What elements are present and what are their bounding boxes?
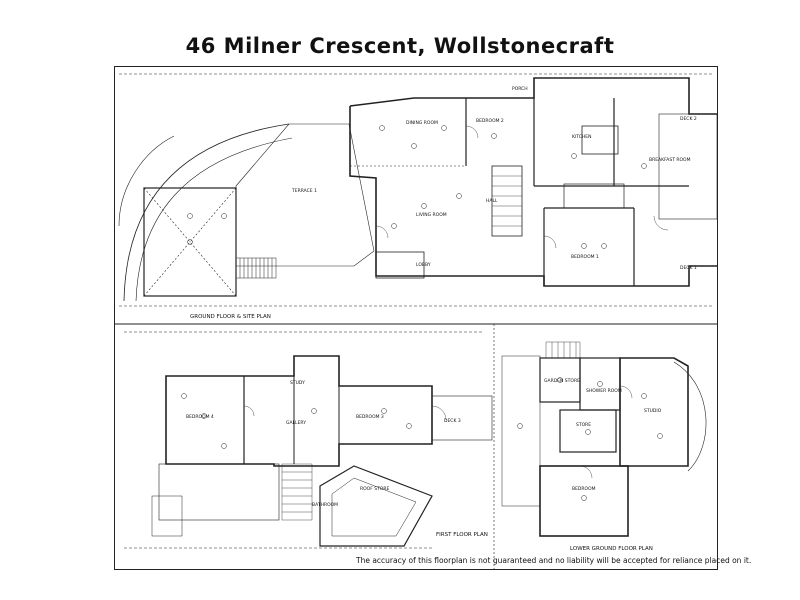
room-label-bathroom: BATHROOM [312, 502, 338, 508]
room-label-porch: PORCH [512, 86, 528, 92]
room-label-gallery: GALLERY [286, 420, 306, 426]
room-label-deck2: DECK 2 [680, 116, 697, 122]
room-label-lobby: LOBBY [416, 262, 431, 268]
room-label-living: LIVING ROOM [416, 212, 447, 218]
ground-floor-plan [118, 73, 718, 307]
room-label-deck1: DECK 1 [680, 265, 697, 271]
room-label-bedroom3: BEDROOM 3 [356, 414, 384, 420]
room-label-bedroom1: BEDROOM 1 [571, 254, 599, 260]
room-label-roof-store: ROOF STORE [360, 486, 390, 492]
room-label-shower-room: SHOWER ROOM [586, 388, 622, 394]
room-label-bedroom-lower: BEDROOM [572, 486, 596, 492]
room-label-terrace1: TERRACE 1 [291, 188, 317, 194]
room-label-bedroom2: BEDROOM 2 [476, 118, 504, 124]
page-title: 46 Milner Crescent, Wollstonecraft [185, 34, 615, 58]
room-label-deck3: DECK 3 [444, 418, 461, 424]
room-label-study: STUDY [290, 380, 305, 386]
ground-floor-label: GROUND FLOOR & SITE PLAN [190, 314, 271, 320]
room-label-studio: STUDIO [644, 408, 662, 414]
first-floor-plan [124, 331, 493, 549]
room-label-store: STORE [576, 422, 591, 428]
disclaimer-text: The accuracy of this floorplan is not gu… [356, 556, 752, 565]
first-floor-label: FIRST FLOOR PLAN [436, 532, 488, 538]
room-label-garden-store: GARDEN STORE [544, 378, 580, 384]
room-label-hall: HALL [486, 198, 498, 204]
lower-ground-floor-label: LOWER GROUND FLOOR PLAN [570, 546, 653, 552]
lower-ground-floor-plan [501, 341, 707, 537]
room-label-breakfast: BREAKFAST ROOM [649, 157, 691, 163]
room-label-bedroom4: BEDROOM 4 [186, 414, 214, 420]
room-label-kitchen: KITCHEN [572, 134, 592, 140]
floorplan-drawing: DINING ROOM BEDROOM 2 KITCHEN BREAKFAST … [114, 66, 718, 570]
room-label-dining: DINING ROOM [406, 120, 438, 126]
